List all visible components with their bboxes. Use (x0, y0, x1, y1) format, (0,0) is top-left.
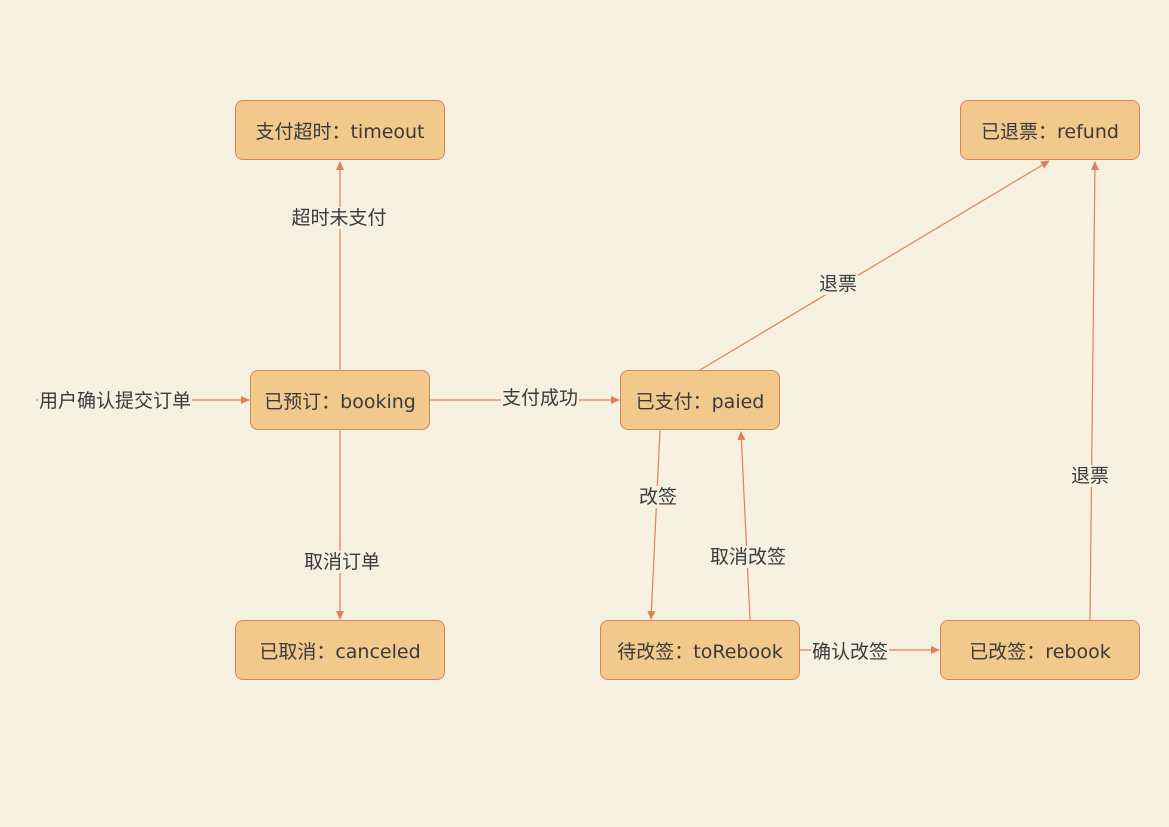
edge-label-rebook-to-refund: 退票 (1069, 465, 1111, 487)
state-rebook-label: 已改签：rebook (969, 640, 1111, 663)
edge-label-booking-to-timeout: 超时未支付 (290, 207, 388, 229)
edge-paied-to-refund (699, 160, 1050, 371)
edge-rebook-to-refund (1089, 161, 1099, 621)
edge-label-torebook-to-paied: 取消改签 (708, 546, 788, 568)
state-paied: 已支付：paied (620, 370, 780, 430)
edge-label-start-to-booking: 用户确认提交订单 (37, 390, 193, 412)
edge-paied-to-torebook (647, 429, 661, 620)
edge-label-booking-to-canceled: 取消订单 (302, 551, 382, 573)
edge-label-paied-to-refund: 退票 (817, 273, 859, 295)
edge-torebook-to-paied (737, 431, 751, 621)
state-refund: 已退票：refund (960, 100, 1140, 160)
state-timeout-label: 支付超时：timeout (255, 120, 425, 143)
state-canceled: 已取消：canceled (235, 620, 445, 680)
state-booking-label: 已预订：booking (264, 390, 416, 413)
state-torebook: 待改签：toRebook (600, 620, 800, 680)
state-timeout: 支付超时：timeout (235, 100, 445, 160)
edge-label-paied-to-torebook: 改签 (637, 486, 679, 508)
state-paied-label: 已支付：paied (635, 390, 765, 413)
state-refund-label: 已退票：refund (981, 120, 1119, 143)
state-booking: 已预订：booking (250, 370, 430, 430)
state-rebook: 已改签：rebook (940, 620, 1140, 680)
edge-label-torebook-to-rebook: 确认改签 (810, 641, 890, 663)
state-canceled-label: 已取消：canceled (259, 640, 421, 663)
state-torebook-label: 待改签：toRebook (617, 640, 783, 663)
edge-label-booking-to-paied: 支付成功 (500, 387, 580, 409)
